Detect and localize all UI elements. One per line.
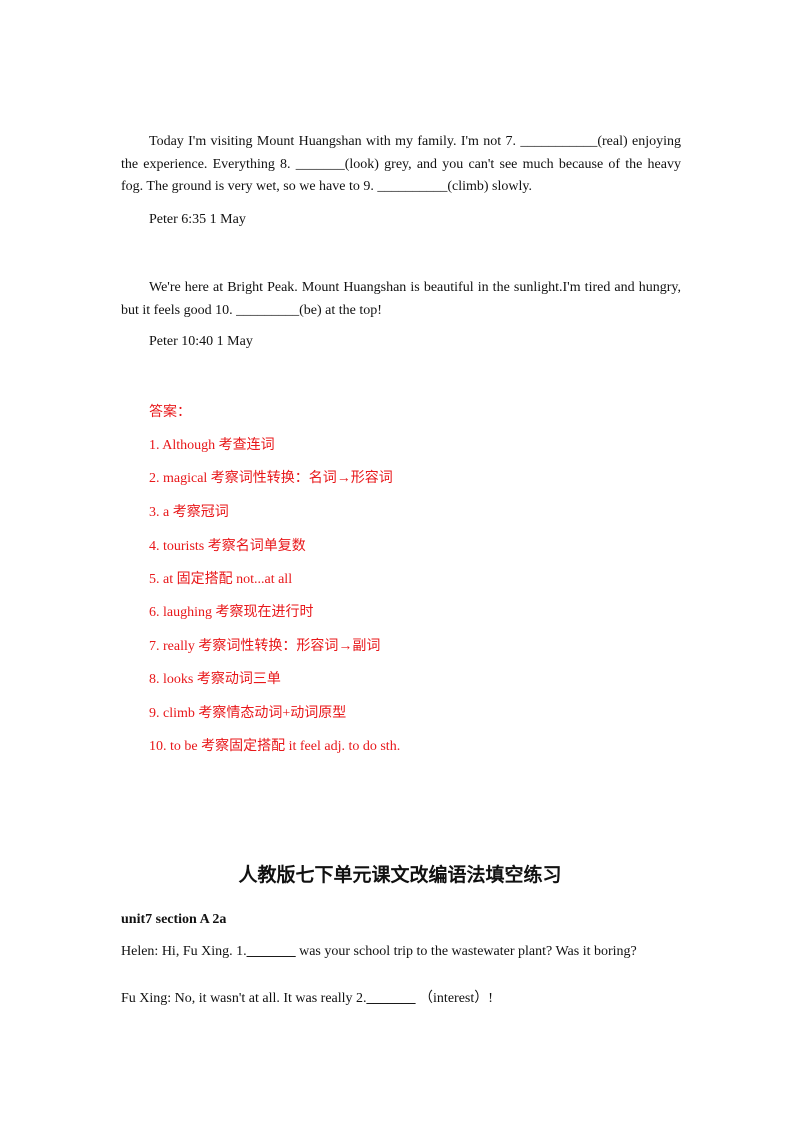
- passage-signature-2: Peter 10:40 1 May: [149, 334, 253, 349]
- dialog-line-1: Helen: Hi, Fu Xing. 1._______ was your s…: [121, 944, 637, 960]
- answer-item: 4. tourists 考察名词单复数: [149, 539, 306, 554]
- answers-heading: 答案：: [149, 405, 191, 420]
- answer-item: 3. a 考察冠词: [149, 505, 229, 520]
- fill-blank: _______: [366, 991, 416, 1006]
- answer-item: 6. laughing 考察现在进行时: [149, 605, 314, 620]
- answer-item: 8. looks 考察动词三单: [149, 672, 281, 687]
- dialog-text: Fu Xing: No, it wasn't at all. It was re…: [121, 991, 367, 1006]
- section-subheading: unit7 section A 2a: [121, 912, 227, 927]
- passage-signature-1: Peter 6:35 1 May: [149, 212, 246, 227]
- dialog-line-2: Fu Xing: No, it wasn't at all. It was re…: [121, 987, 493, 1007]
- passage-paragraph-2: We're here at Bright Peak. Mount Huangsh…: [121, 277, 681, 322]
- answer-item: 9. climb 考察情态动词+动词原型: [149, 706, 347, 721]
- dialog-text: was your school trip to the wastewater p…: [295, 944, 637, 959]
- section-title: 人教版七下单元课文改编语法填空练习: [238, 864, 562, 886]
- passage-text: We're here at Bright Peak. Mount Huangsh…: [121, 280, 681, 318]
- answer-item: 7. really 考察词性转换：形容词→副词: [149, 639, 381, 654]
- passage-text: Today I'm visiting Mount Huangshan with …: [121, 134, 681, 194]
- answer-item: 5. at 固定搭配 not...at all: [149, 572, 293, 587]
- passage-paragraph-1: Today I'm visiting Mount Huangshan with …: [121, 131, 681, 199]
- answer-item: 1. Although 考查连词: [149, 438, 275, 453]
- dialog-text: Helen: Hi, Fu Xing. 1.: [121, 944, 247, 959]
- answer-item: 2. magical 考察词性转换：名词→形容词: [149, 471, 393, 486]
- dialog-text: （interest）!: [415, 991, 493, 1006]
- answer-item: 10. to be 考察固定搭配 it feel adj. to do sth.: [149, 739, 401, 754]
- fill-blank: _______: [246, 944, 296, 959]
